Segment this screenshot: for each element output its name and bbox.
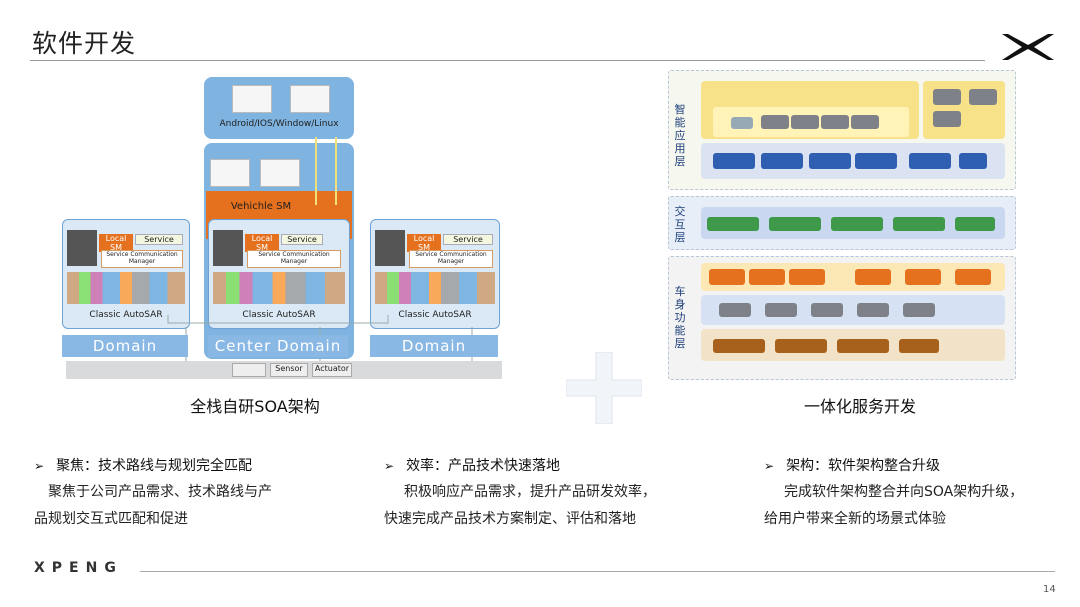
app-card — [260, 159, 300, 187]
local-sm-label: Local SM — [245, 234, 279, 252]
module-strip — [375, 272, 495, 304]
bullet-1-line2: 品规划交互式匹配和促进 — [34, 511, 188, 527]
scm-label: Service Communication Manager — [101, 250, 183, 268]
ecu-left: Local SM Service Service Communication M… — [62, 219, 190, 329]
left-caption: 全栈自研SOA架构 — [190, 397, 320, 416]
footer-divider — [140, 571, 1055, 572]
local-sm-label: Local SM — [99, 234, 133, 252]
bullet-1-line1: 聚焦于公司产品需求、技术路线与产 — [48, 484, 272, 500]
bottom-bus: Sensor Actuator — [66, 361, 502, 379]
bullet-block-3: ➢ 架构：软件架构整合升级 完成软件架构整合并向SOA架构升级， 给用户带来全新的… — [764, 455, 1064, 533]
footer-brand: XPENG — [34, 560, 123, 576]
actuator-chip: Actuator — [312, 363, 352, 377]
scm-label: Service Communication Manager — [409, 250, 493, 268]
slide-title: 软件开发 — [32, 29, 137, 58]
bullet-3-line2: 给用户带来全新的场景式体验 — [764, 511, 946, 527]
ecu-right: Local SM Service Service Communication M… — [370, 219, 500, 329]
interaction-layer-band: 交互层 — [668, 196, 1016, 250]
service-label: Service — [135, 234, 183, 245]
domain-bar-right: Domain — [370, 335, 498, 357]
layer-label-app: 智能应用层 — [674, 103, 686, 168]
module-strip — [67, 272, 185, 304]
app-layer-band: 智能应用层 — [668, 70, 1016, 190]
domain-bar-center: Center Domain — [208, 335, 348, 357]
ecu-center: Local SM Service Service Communication M… — [208, 219, 350, 329]
domain-bar-left: Domain — [62, 335, 188, 357]
bullet-2-line1: 积极响应产品需求，提升产品研发效率， — [404, 484, 656, 500]
classic-autosar-label: Classic AutoSAR — [242, 310, 316, 320]
body-function-layer-band: 车身功能层 — [668, 256, 1016, 380]
app-card — [232, 85, 272, 113]
xpeng-logo-icon — [1002, 34, 1054, 60]
service-label: Service — [443, 234, 493, 245]
plus-icon — [566, 352, 642, 424]
arrow-right-icon: ➢ — [384, 459, 395, 473]
module-strip — [213, 272, 345, 304]
vehicle-sm-label: Vehichle SM — [230, 201, 292, 212]
sensor-chip: Sensor — [270, 363, 308, 377]
arrow-right-icon: ➢ — [34, 459, 45, 473]
scm-label: Service Communication Manager — [247, 250, 341, 268]
classic-autosar-label: Classic AutoSAR — [89, 310, 163, 320]
bullet-block-2: ➢ 效率：产品技术快速落地 积极响应产品需求，提升产品研发效率， 快速完成产品技术… — [384, 455, 704, 533]
bullet-3-line1: 完成软件架构整合并向SOA架构升级， — [784, 484, 1024, 500]
bullet-1-heading: 聚焦：技术路线与规划完全匹配 — [56, 458, 253, 474]
bullet-2-heading: 效率：产品技术快速落地 — [406, 458, 561, 474]
android-box: Android/IOS/Window/Linux — [204, 77, 354, 139]
arrow-right-icon: ➢ — [764, 459, 775, 473]
app-card — [210, 159, 250, 187]
bullet-2-line2: 快速完成产品技术方案制定、评估和落地 — [384, 511, 636, 527]
classic-autosar-label: Classic AutoSAR — [398, 310, 472, 320]
right-caption: 一体化服务开发 — [803, 397, 916, 416]
title-divider — [30, 60, 985, 61]
layer-label-body: 车身功能层 — [674, 285, 686, 350]
soa-architecture-diagram: Android/IOS/Window/Linux Vehichle SM Loc… — [58, 75, 508, 385]
page-number: 14 — [1043, 584, 1056, 595]
android-label: Android/IOS/Window/Linux — [219, 119, 339, 129]
app-card — [290, 85, 330, 113]
integrated-service-diagram: 智能应用层 交互层 车身功能层 — [668, 70, 1018, 382]
bullet-3-heading: 架构：软件架构整合升级 — [786, 458, 941, 474]
local-sm-label: Local SM — [407, 234, 441, 252]
service-label: Service — [281, 234, 323, 245]
bullet-block-1: ➢ 聚焦：技术路线与规划完全匹配 聚焦于公司产品需求、技术路线与产 品规划交互式匹… — [34, 455, 354, 533]
layer-label-interaction: 交互层 — [674, 205, 686, 244]
